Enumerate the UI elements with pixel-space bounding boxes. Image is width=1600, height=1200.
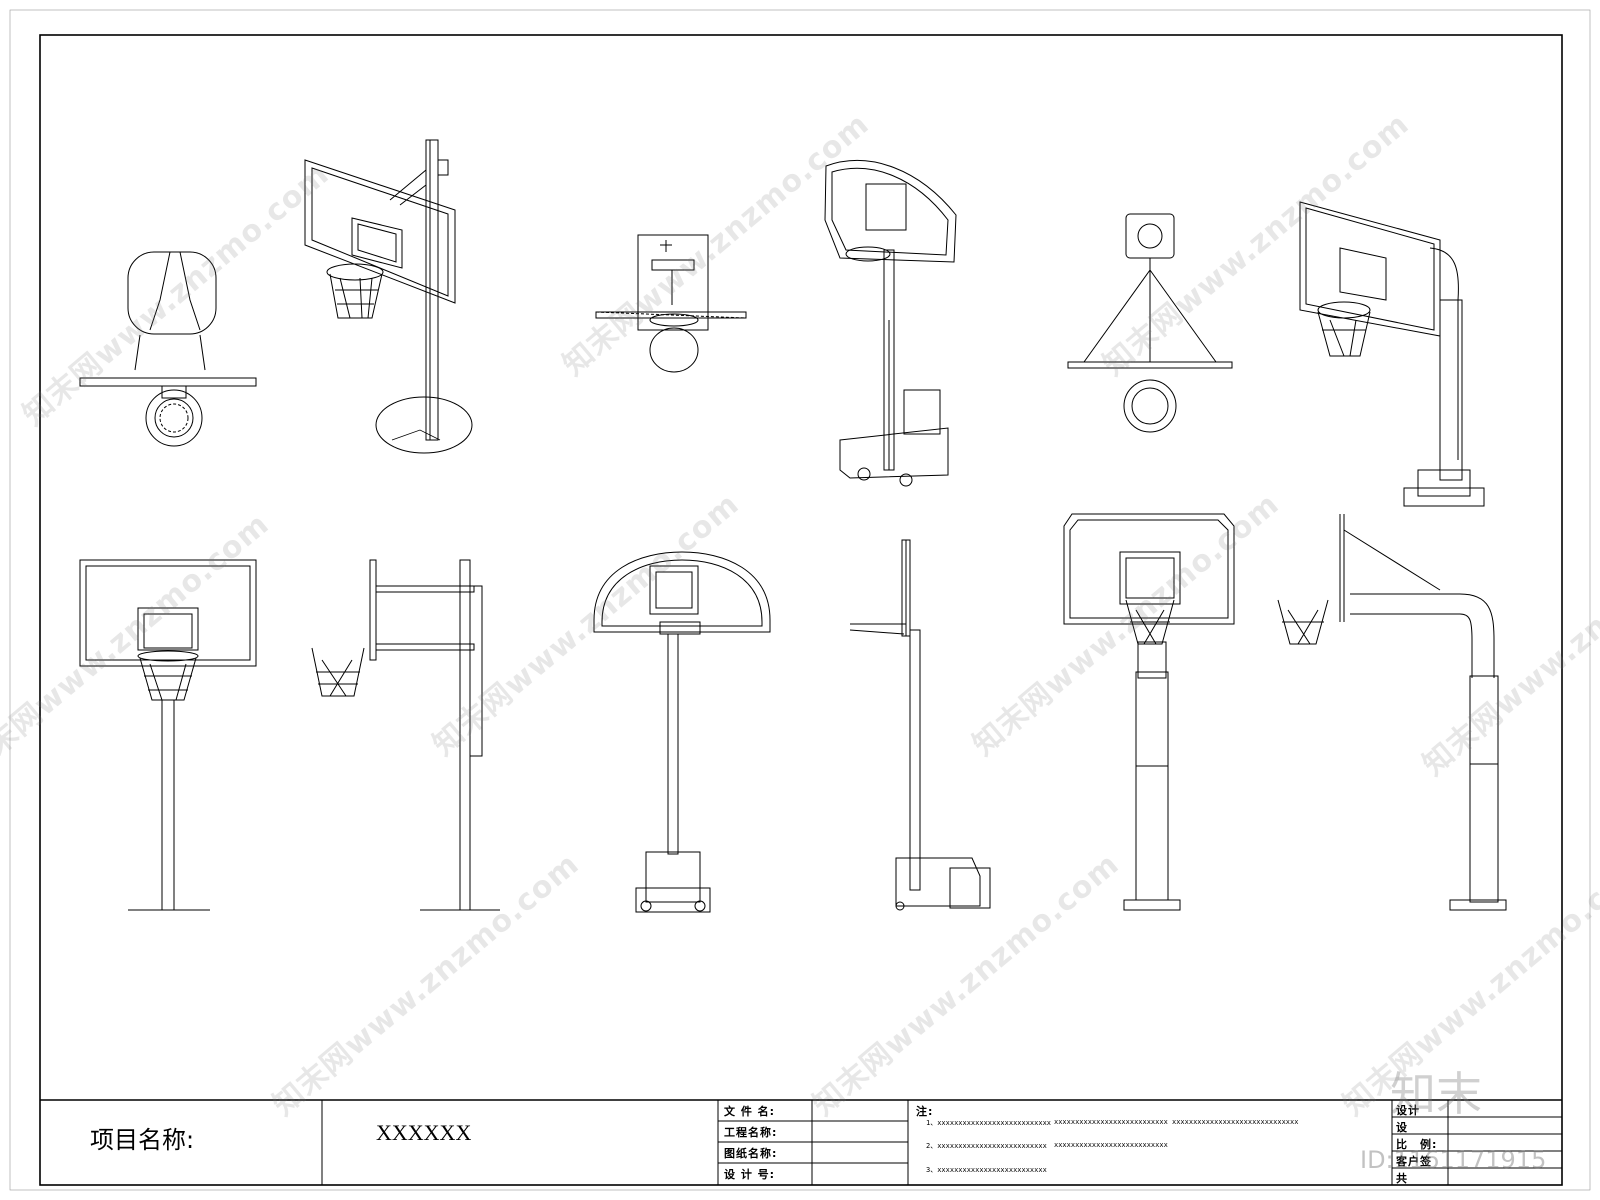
outer-border — [9, 9, 1591, 1191]
project-name-value: XXXXXX — [376, 1120, 472, 1145]
project-name-label: 项目名称: — [90, 1126, 195, 1154]
id-watermark: ID:1161171915 — [1360, 1146, 1547, 1174]
title-block — [40, 1099, 1562, 1185]
field-project-name: 工程名称: — [724, 1126, 778, 1139]
right-field: 设计 — [1396, 1104, 1420, 1117]
hoop-front-view-small — [595, 234, 747, 373]
portable-front-elevation — [593, 551, 771, 913]
hoop-top-view-alt — [1067, 213, 1233, 433]
right-field: 比 例: — [1396, 1138, 1438, 1151]
note-line: xxxxxxxxxxxxxxxxxxxxxxxxxxx — [1054, 1141, 1168, 1149]
right-field: 共 — [1396, 1172, 1408, 1185]
hoop-top-view — [79, 251, 257, 447]
gooseneck-side-elevation — [1277, 514, 1507, 911]
board-front-elevation — [79, 559, 257, 911]
drawing-frame — [39, 34, 1563, 1186]
portable-hoop-perspective — [824, 160, 957, 487]
right-field: 设 — [1396, 1121, 1408, 1134]
notes-label: 注: — [916, 1105, 934, 1118]
field-file-name: 文 件 名: — [724, 1105, 776, 1118]
logo-watermark: 知末 — [1390, 1067, 1482, 1121]
gooseneck-hoop-perspective — [1299, 201, 1485, 507]
gooseneck-front-elevation — [1063, 513, 1235, 911]
right-field: 客户签 — [1396, 1155, 1432, 1168]
in-ground-hoop-perspective — [304, 139, 473, 454]
field-design-number: 设 计 号: — [724, 1168, 776, 1181]
portable-side-elevation — [849, 539, 991, 911]
note-line: xxxxxxxxxxxxxxxxxxxxxxxxxxx — [1054, 1118, 1168, 1126]
board-side-elevation — [311, 559, 500, 911]
field-drawing-name: 图纸名称: — [724, 1147, 778, 1160]
note-line: xxxxxxxxxxxxxxxxxxxxxxxxxxxxxx — [1172, 1118, 1299, 1126]
note-line: 1、xxxxxxxxxxxxxxxxxxxxxxxxxxx — [926, 1119, 1052, 1127]
note-line: 3、xxxxxxxxxxxxxxxxxxxxxxxxxx — [926, 1166, 1047, 1174]
note-line: 2、xxxxxxxxxxxxxxxxxxxxxxxxxx — [926, 1142, 1047, 1150]
